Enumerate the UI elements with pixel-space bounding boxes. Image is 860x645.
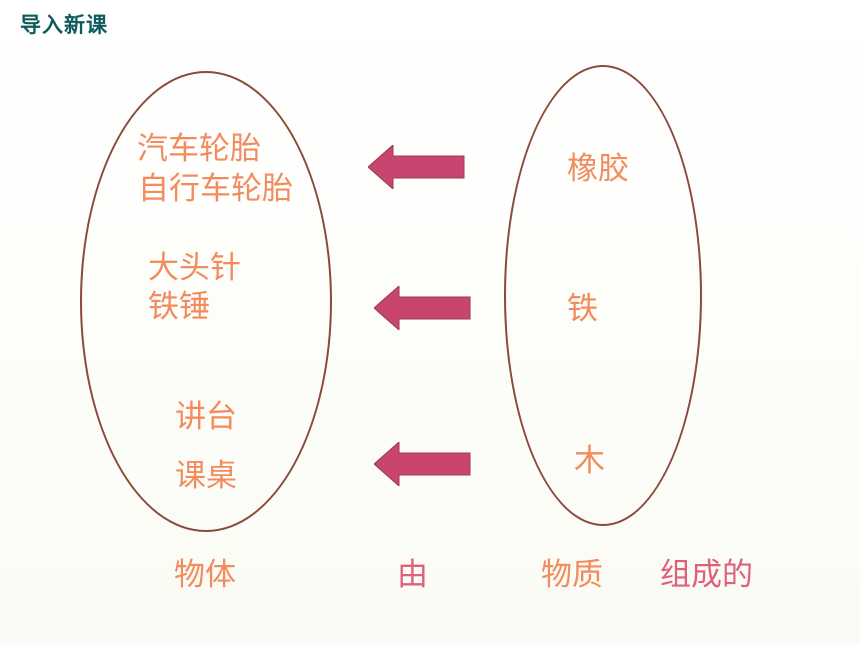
object-desk: 课桌 xyxy=(175,458,237,494)
bottom-objects-label: 物体 xyxy=(174,557,236,593)
objects-ellipse xyxy=(80,71,332,532)
left-arrow-icon xyxy=(374,442,471,486)
object-car-tire: 汽车轮胎 xyxy=(137,131,261,167)
left-arrow-icon xyxy=(368,145,465,189)
page-title: 导入新课 xyxy=(20,13,108,37)
bottom-by-label: 由 xyxy=(397,557,428,593)
material-iron: 铁 xyxy=(567,291,598,327)
materials-ellipse xyxy=(504,65,702,526)
material-wood: 木 xyxy=(574,443,605,479)
material-rubber: 橡胶 xyxy=(567,151,629,187)
left-arrow-icon xyxy=(374,286,471,330)
object-hammer: 铁锤 xyxy=(148,289,210,325)
object-bicycle-tire: 自行车轮胎 xyxy=(138,171,293,207)
bottom-matter-label: 物质 xyxy=(541,557,603,593)
object-pin: 大头针 xyxy=(148,250,241,286)
object-podium: 讲台 xyxy=(175,399,237,435)
bottom-composed-label: 组成的 xyxy=(660,557,753,593)
